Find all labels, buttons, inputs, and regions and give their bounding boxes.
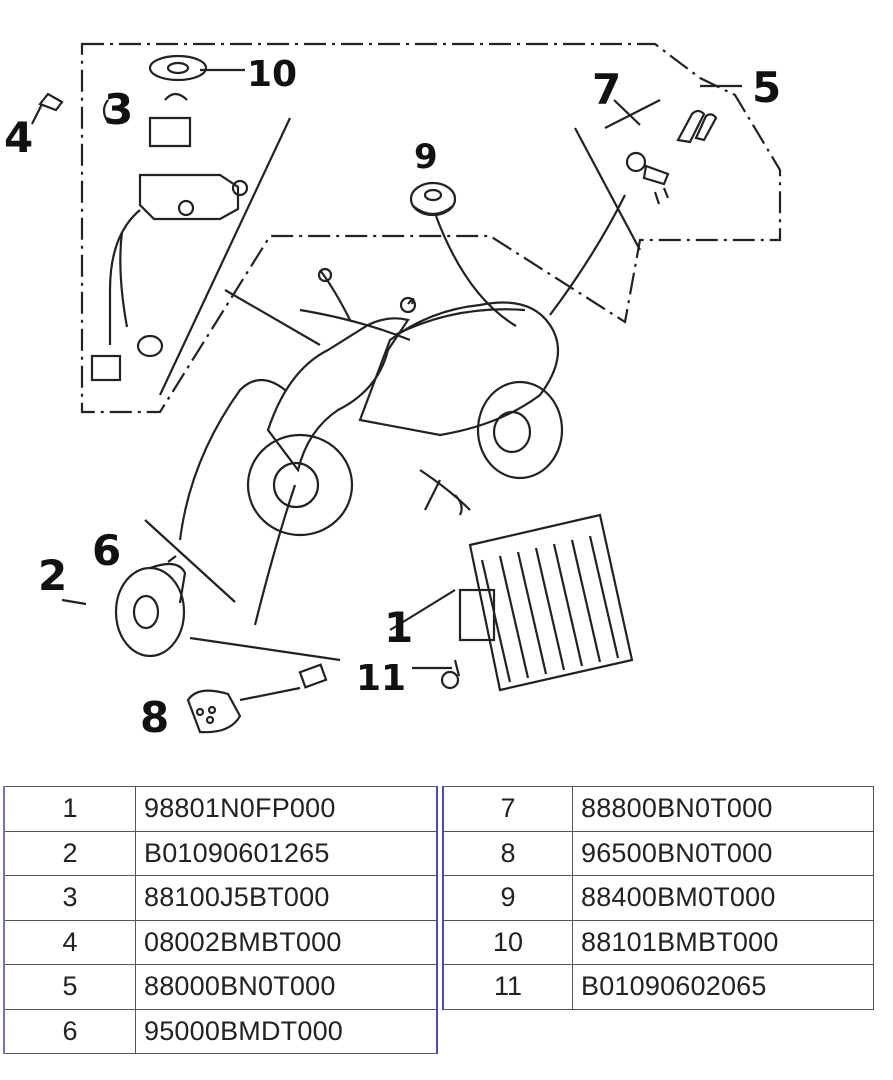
leader-line <box>574 99 661 251</box>
item-number: 2 <box>3 830 136 876</box>
part-number: B01090601265 <box>135 830 438 876</box>
part-number: 08002BMBT000 <box>135 919 438 965</box>
socket-connector <box>186 663 328 734</box>
callout-7: 7 <box>592 65 621 114</box>
part-number: 88400BM0T000 <box>572 875 874 921</box>
regulator-rectifier <box>389 513 634 692</box>
callout-1: 1 <box>384 603 413 652</box>
item-number: 10 <box>442 919 573 965</box>
part-number: B01090602065 <box>572 964 874 1010</box>
part-number: 95000BMDT000 <box>135 1008 438 1054</box>
callout-9: 9 <box>414 137 438 177</box>
item-number: 7 <box>442 786 573 832</box>
part-number: 88000BN0T000 <box>135 964 438 1010</box>
callout-4: 4 <box>4 113 33 162</box>
seat-lock <box>409 181 457 217</box>
item-number: 5 <box>3 964 136 1010</box>
item-number: 11 <box>442 964 573 1010</box>
callout-5: 5 <box>752 63 781 112</box>
item-number: 6 <box>3 1008 136 1054</box>
exploded-parts-diagram: 1 2 3 4 5 6 7 8 9 10 11 <box>4 42 782 742</box>
item-number: 9 <box>442 875 573 921</box>
scooter-outline <box>246 267 564 537</box>
item-number: 1 <box>3 786 136 832</box>
part-number: 96500BN0T000 <box>572 830 874 876</box>
screw <box>38 92 64 112</box>
item-number: 8 <box>442 830 573 876</box>
group-boundary <box>80 42 782 414</box>
callout-2: 2 <box>38 551 67 600</box>
callout-3: 3 <box>104 85 133 134</box>
part-number: 88101BMBT000 <box>572 919 874 965</box>
leader-line <box>144 117 626 662</box>
part-number: 88100J5BT000 <box>135 875 438 921</box>
callout-10: 10 <box>247 54 297 95</box>
callout-6: 6 <box>92 526 121 575</box>
callout-8: 8 <box>140 693 169 742</box>
part-number: 98801N0FP000 <box>135 786 438 832</box>
part-number: 88800BN0T000 <box>572 786 874 832</box>
keys <box>625 109 718 205</box>
item-number: 4 <box>3 919 136 965</box>
ignition-switch <box>90 54 249 382</box>
callout-11: 11 <box>356 658 406 699</box>
horn <box>61 555 187 658</box>
item-number: 3 <box>3 875 136 921</box>
